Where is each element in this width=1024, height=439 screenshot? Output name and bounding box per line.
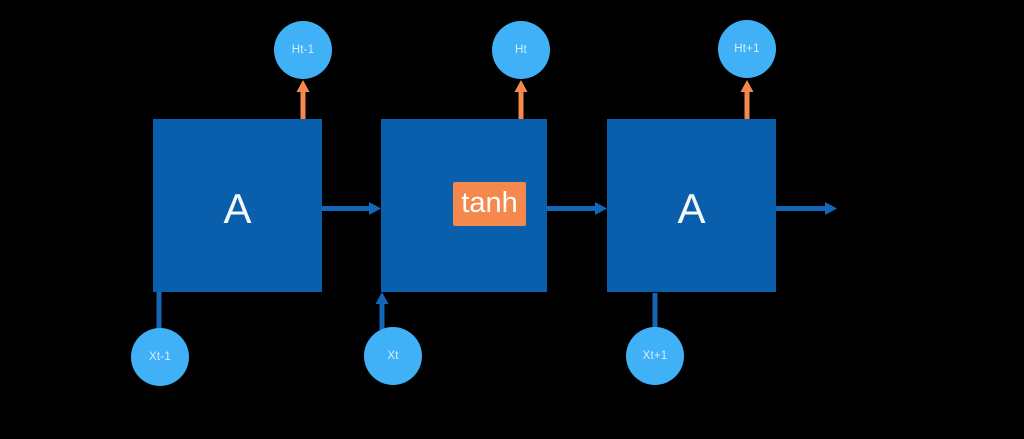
hidden-state-node-ht: Ht [492, 21, 550, 79]
hidden-up-arrow-icon [296, 80, 310, 119]
input-node-xt-minus-1: Xt-1 [131, 328, 189, 386]
hidden-state-label: Ht [515, 44, 527, 56]
hidden-up-arrow-icon [740, 80, 754, 119]
hidden-state-node-ht-plus-1: Ht+1 [718, 20, 776, 78]
hidden-state-node-ht-minus-1: Ht-1 [274, 21, 332, 79]
input-up-arrow-icon [375, 292, 389, 330]
flow-right-arrow-icon [547, 202, 607, 215]
input-node-xt: Xt [364, 327, 422, 385]
input-label: Xt [387, 350, 399, 362]
cell-label: A [677, 184, 706, 232]
cell-label: A [223, 184, 252, 232]
rnn-cell-block-t-plus-1: A [607, 119, 776, 292]
tanh-activation-box: tanh [453, 182, 526, 226]
hidden-up-arrow-icon [514, 80, 528, 119]
hidden-state-label: Ht-1 [291, 44, 315, 56]
input-node-xt-plus-1: Xt+1 [626, 327, 684, 385]
hidden-state-label: Ht+1 [734, 43, 760, 55]
input-label: Xt-1 [149, 351, 171, 363]
flow-right-arrow-icon [322, 202, 381, 215]
input-label: Xt+1 [642, 350, 668, 362]
tanh-activation-label: tanh [461, 186, 518, 219]
output-right-arrow-icon [776, 202, 837, 215]
rnn-cell-block-t-minus-1: A [153, 119, 322, 292]
